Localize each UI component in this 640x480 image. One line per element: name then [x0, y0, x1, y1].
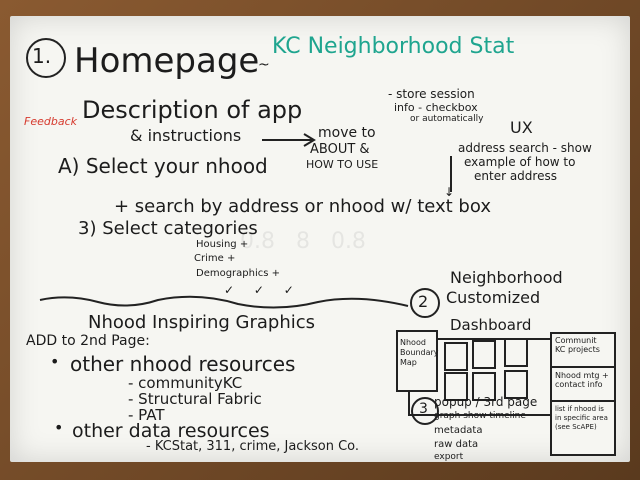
- resource-structural-fabric: - Structural Fabric: [128, 390, 262, 408]
- down-arrow-icon: ↓: [444, 185, 455, 199]
- section1-number: 1.: [32, 44, 52, 68]
- nhood-meeting-info: Nhood mtg + contact info: [555, 371, 609, 389]
- list-if-nhood: list if nhood is in specific area (see S…: [555, 405, 608, 431]
- dashboard-tile: [444, 342, 468, 371]
- about-text: ABOUT &: [310, 142, 370, 157]
- ux-label: UX: [510, 118, 533, 137]
- nhood-graphics-text: Nhood Inspiring Graphics: [88, 312, 316, 333]
- popup-label: popup / 3rd page: [434, 395, 538, 409]
- resource-pat: - PAT: [128, 406, 165, 424]
- dash-mark: ~: [258, 57, 270, 73]
- category-demographics: Demographics +: [196, 268, 281, 279]
- side-panel: [550, 332, 616, 456]
- communitykc-projects: Communit KC projects: [555, 336, 600, 354]
- dashboard-tile: [504, 338, 528, 367]
- popup-item-export: export: [434, 452, 464, 462]
- ux-arrow-line: [450, 156, 452, 192]
- other-nhood-text: other nhood resources: [70, 352, 296, 376]
- category-crime: Crime +: [194, 253, 236, 264]
- address-note-line2: example of how to: [464, 155, 576, 169]
- dashboard-tile: [444, 372, 468, 401]
- instructions-text: & instructions: [130, 126, 242, 145]
- section3-number: 3: [419, 401, 428, 417]
- map-box-label: Nhood Boundary Map: [400, 338, 439, 367]
- erased-writing: 0.8 8 0.8: [240, 229, 366, 254]
- select-nhood-text: A) Select your nhood: [58, 154, 268, 178]
- add-2nd-page-text: ADD to 2nd Page:: [26, 333, 150, 349]
- popup-item-graph: graph show timeline: [434, 411, 526, 421]
- category-housing: Housing +: [196, 239, 249, 250]
- address-note-line3: enter address: [474, 169, 557, 183]
- search-by-text: + search by address or nhood w/ text box: [114, 196, 491, 217]
- panel-divider: [550, 400, 614, 402]
- select-categories-text: 3) Select categories: [78, 218, 258, 239]
- description-heading: Description of app: [82, 96, 303, 124]
- resource-communitykc: - communityKC: [128, 374, 243, 392]
- circled-number-icon: [410, 288, 440, 318]
- other-data-text: other data resources: [72, 420, 270, 442]
- checkmarks: ✓ ✓ ✓: [224, 283, 302, 297]
- neighborhood-text: Neighborhood: [450, 268, 563, 287]
- app-title: KC Neighborhood Stat: [272, 34, 515, 59]
- popup-item-metadata: metadata: [434, 425, 483, 436]
- popup-item-raw-data: raw data: [434, 439, 479, 450]
- bullet-icon: •: [50, 352, 60, 371]
- map-box: [396, 330, 438, 392]
- homepage-heading: Homepage: [74, 41, 260, 81]
- circled-number-icon: [26, 38, 66, 78]
- whiteboard: 0.8 8 0.8 1. Homepage ~ KC Neighborhood …: [10, 16, 630, 462]
- store-session-line1: - store session: [388, 87, 475, 101]
- bullet-icon: •: [54, 418, 64, 437]
- circled-number-icon: [411, 397, 439, 425]
- how-to-use-text: HOW TO USE: [306, 158, 379, 171]
- panel-divider: [550, 366, 614, 368]
- feedback-label: Feedback: [24, 115, 77, 128]
- arrow-right-icon: [262, 133, 316, 147]
- move-to-text: move to: [318, 125, 376, 141]
- dashboard-tile: [472, 372, 496, 401]
- section2-number: 2: [418, 292, 429, 311]
- dashboard-tile: [472, 340, 496, 369]
- resource-kcstat: - KCStat, 311, crime, Jackson Co.: [146, 439, 360, 454]
- customized-text: Customized: [446, 288, 541, 307]
- separator-line: [39, 295, 409, 309]
- store-session-line3: or automatically: [410, 114, 484, 124]
- dashboard-text: Dashboard: [450, 316, 532, 334]
- address-note-line1: address search - show: [458, 141, 592, 155]
- store-session-line2: info - checkbox: [394, 101, 478, 114]
- dashboard-tile: [504, 370, 528, 399]
